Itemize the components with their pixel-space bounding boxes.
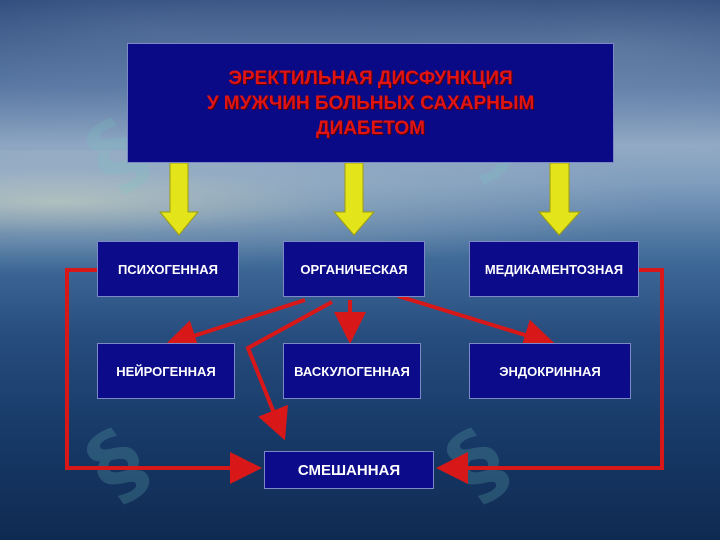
diagram-title-box: ЭРЕКТИЛЬНАЯ ДИСФУНКЦИЯ У МУЖЧИН БОЛЬНЫХ … — [127, 43, 614, 163]
yellow-arrow-center — [332, 162, 376, 236]
red-arrow-endocrine — [397, 294, 556, 351]
node-neurogenic: НЕЙРОГЕННАЯ — [97, 343, 235, 399]
node-mixed: СМЕШАННАЯ — [264, 451, 434, 489]
red-arrow-neurogenic — [164, 298, 306, 351]
title-line-2: У МУЖЧИН БОЛЬНЫХ САХАРНЫМ — [206, 92, 535, 114]
node-organic: ОРГАНИЧЕСКАЯ — [283, 241, 425, 297]
red-arrow-organic-mixed — [245, 300, 333, 441]
red-arrow-psychogenic-mixed — [65, 268, 262, 484]
yellow-arrow-left — [158, 162, 200, 236]
red-arrow-medication-mixed — [436, 268, 664, 484]
yellow-arrow-right — [537, 162, 582, 236]
node-psychogenic: ПСИХОГЕННАЯ — [97, 241, 239, 297]
title-line-3: ДИАБЕТОМ — [316, 117, 425, 139]
node-endocrine: ЭНДОКРИННАЯ — [469, 343, 631, 399]
node-vasculogenic: ВАСКУЛОГЕННАЯ — [283, 343, 421, 399]
node-medication: МЕДИКАМЕНТОЗНАЯ — [469, 241, 639, 297]
title-line-1: ЭРЕКТИЛЬНАЯ ДИСФУНКЦИЯ — [228, 67, 513, 89]
